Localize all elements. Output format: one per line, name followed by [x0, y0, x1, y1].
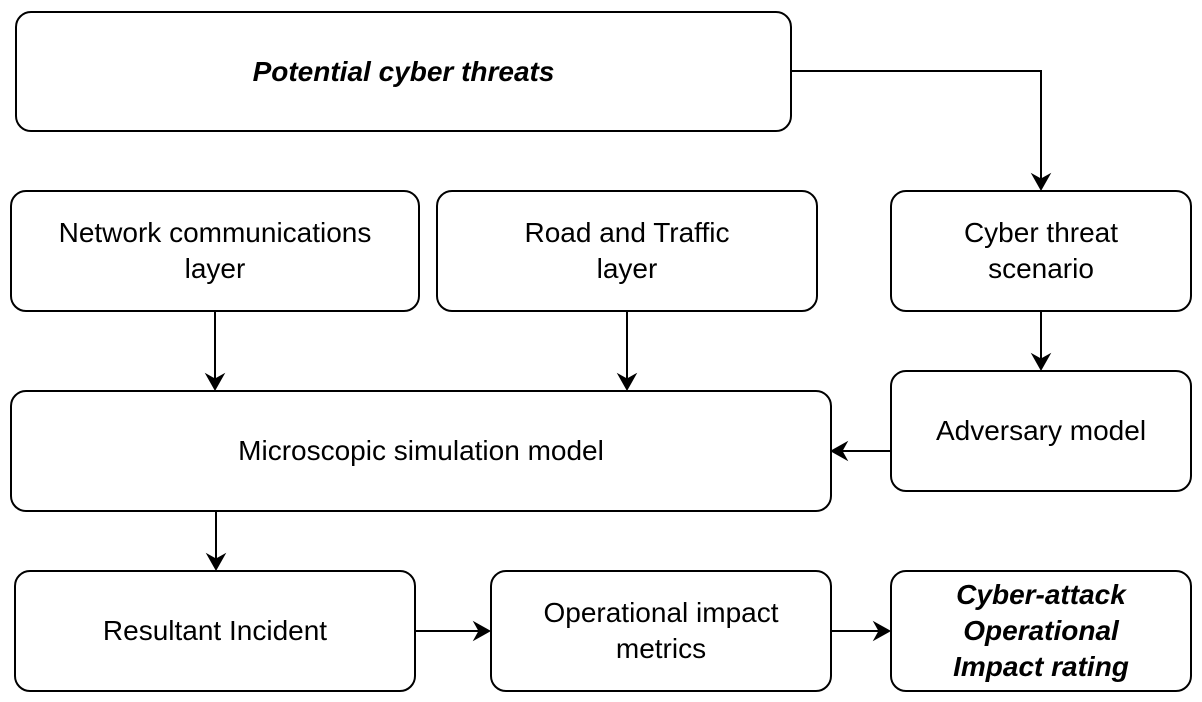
node-road-and-traffic-layer: Road and Traffic layer [436, 190, 818, 312]
edge-microscopic-to-incident [205, 511, 227, 572]
node-label-line: scenario [988, 253, 1094, 284]
node-operational-impact-metrics: Operational impact metrics [490, 570, 832, 692]
node-label-line: Operational [963, 615, 1119, 646]
node-cyber-attack-impact-rating: Cyber-attack Operational Impact rating [890, 570, 1192, 692]
node-label-line: Cyber-attack [956, 579, 1126, 610]
node-label-line: Cyber threat [963, 217, 1119, 248]
node-label-line: layer [184, 253, 246, 284]
edge-network-to-microscopic [204, 311, 226, 392]
node-label-line: layer [596, 253, 658, 284]
node-label-line: metrics [615, 633, 707, 664]
node-label: Potential cyber threats [252, 55, 555, 87]
node-label: Adversary model [935, 415, 1147, 446]
node-potential-cyber-threats: Potential cyber threats [15, 11, 792, 132]
edge-threats-to-scenario [791, 70, 1052, 192]
node-cyber-threat-scenario: Cyber threat scenario [890, 190, 1192, 312]
node-adversary-model: Adversary model [890, 370, 1192, 492]
node-label-line: Impact rating [953, 651, 1129, 682]
node-network-communications-layer: Network communications layer [10, 190, 420, 312]
edge-road-to-microscopic [616, 311, 638, 392]
edge-incident-to-metrics [415, 620, 492, 642]
node-label-line: Network communications [58, 217, 372, 248]
edge-adversary-to-microscopic [829, 440, 891, 462]
node-label: Microscopic simulation model [238, 435, 604, 466]
node-resultant-incident: Resultant Incident [14, 570, 416, 692]
edge-metrics-to-rating [831, 620, 892, 642]
node-microscopic-simulation-model: Microscopic simulation model [10, 390, 832, 512]
edge-scenario-to-adversary [1030, 311, 1052, 372]
node-label-line: Operational impact [543, 597, 779, 628]
node-label: Resultant Incident [102, 615, 328, 646]
node-label-line: Road and Traffic [524, 217, 730, 248]
